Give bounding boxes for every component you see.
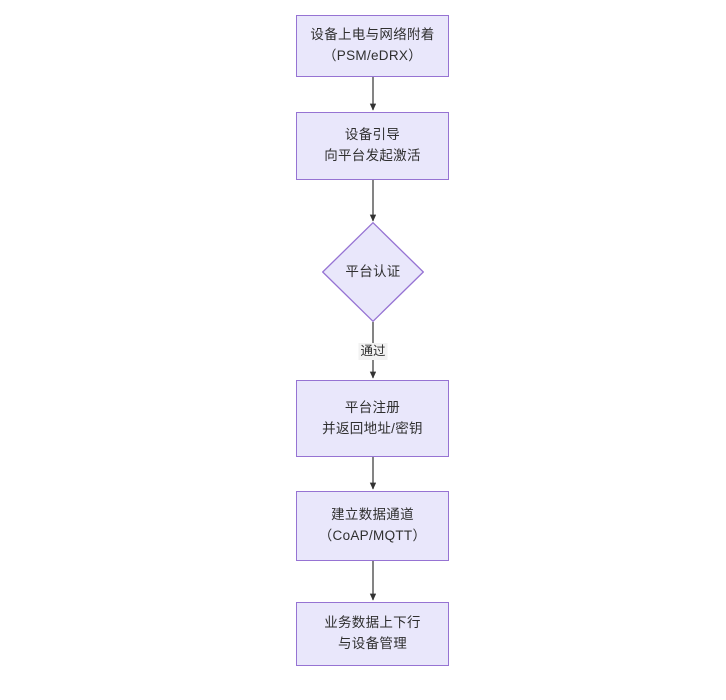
node-platform-register-line-1: 平台注册 bbox=[344, 399, 401, 415]
node-bootstrap-line-1: 设备引导 bbox=[344, 127, 401, 143]
node-business-data[interactable]: 业务数据上下行 与设备管理 bbox=[296, 602, 449, 666]
node-platform-register-line-2: 并返回地址/密钥 bbox=[322, 420, 423, 436]
edge-label-pass: 通过 bbox=[358, 343, 388, 360]
node-platform-auth-label: 平台认证 bbox=[345, 263, 401, 279]
node-platform-register[interactable]: 平台注册 并返回地址/密钥 bbox=[296, 380, 449, 457]
diamond-shape-icon bbox=[322, 222, 424, 322]
node-bootstrap[interactable]: 设备引导 向平台发起激活 bbox=[296, 112, 449, 180]
node-power-on[interactable]: 设备上电与网络附着 （PSM/eDRX） bbox=[296, 15, 449, 77]
node-data-channel-line-2: （CoAP/MQTT） bbox=[318, 528, 427, 543]
node-business-data-line-2: 与设备管理 bbox=[338, 636, 407, 651]
node-data-channel-line-1: 建立数据通道 bbox=[331, 507, 414, 523]
node-data-channel[interactable]: 建立数据通道 （CoAP/MQTT） bbox=[296, 491, 449, 561]
node-power-on-line-1: 设备上电与网络附着 bbox=[310, 27, 435, 43]
node-power-on-line-2: （PSM/eDRX） bbox=[322, 48, 423, 63]
node-platform-auth[interactable]: 平台认证 bbox=[322, 222, 424, 322]
node-bootstrap-line-2: 向平台发起激活 bbox=[324, 148, 421, 163]
node-business-data-line-1: 业务数据上下行 bbox=[324, 615, 421, 631]
